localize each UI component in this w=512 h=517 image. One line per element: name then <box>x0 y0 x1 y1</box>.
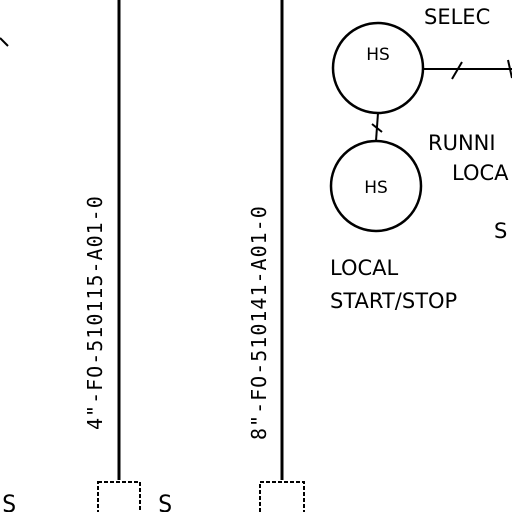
note-local: LOCAL <box>330 256 399 280</box>
note-selec: SELEC <box>424 5 490 29</box>
hand-switch-bubble-1 <box>331 21 425 115</box>
note-start-stop: START/STOP <box>330 289 457 313</box>
pipe-tag-4in: 4"-FO-510115-A01-0 <box>83 195 107 430</box>
note-s: S <box>494 219 507 243</box>
pipe-end-box-1 <box>97 481 141 517</box>
note-loca: LOCA <box>452 161 509 185</box>
signal-edge <box>507 59 512 79</box>
signal-tick <box>371 123 383 133</box>
edge-tick <box>0 37 9 47</box>
note-running: RUNNI <box>428 131 496 155</box>
pipe-tag-8in: 8"-FO-510141-A01-0 <box>247 205 271 440</box>
hand-switch-bubble-2 <box>329 139 423 233</box>
pipe-end-box-2 <box>259 481 305 517</box>
signal-slash <box>451 61 463 80</box>
edge-mark-2: S <box>158 490 172 512</box>
edge-mark-1: S <box>2 490 16 512</box>
hand-switch-tag-2: HS <box>364 178 388 198</box>
hand-switch-tag-1: HS <box>366 45 390 65</box>
